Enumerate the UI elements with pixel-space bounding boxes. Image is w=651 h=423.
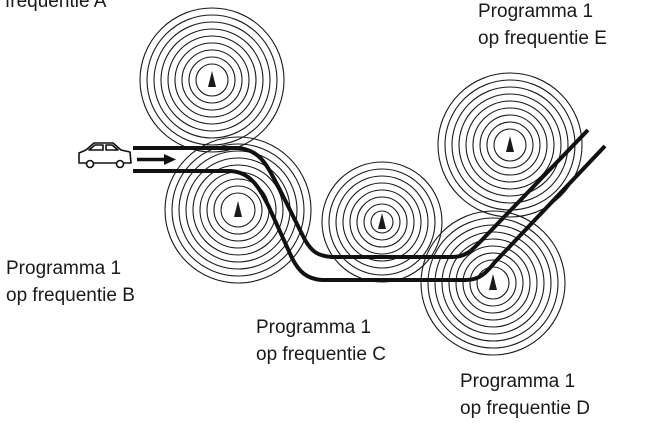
label-frequency-d-line-1: Programma 1: [460, 371, 576, 392]
coverage-ring: [181, 49, 243, 111]
label-frequency-b: Programma 1 op frequentie B: [6, 255, 135, 309]
label-frequency-e-line-2: op frequentie E: [478, 28, 607, 49]
coverage-ring: [462, 252, 524, 314]
coverage-ring: [370, 210, 394, 234]
label-frequency-a-line-1: frequentie A: [5, 0, 107, 12]
coverage-ring: [479, 114, 541, 176]
coverage-ring: [420, 210, 566, 356]
coverage-ring: [335, 175, 429, 269]
coverage-ring: [164, 136, 312, 284]
transmitter-zone-a: [139, 7, 285, 153]
coverage-ring: [448, 238, 538, 328]
coverage-ring: [178, 150, 298, 270]
antenna-icon: [208, 71, 216, 87]
coverage-ring: [342, 182, 422, 262]
coverage-ring: [363, 203, 401, 241]
coverage-ring: [167, 35, 257, 125]
arrow-right-icon: [137, 154, 176, 165]
coverage-ring: [146, 14, 278, 146]
coverage-ring: [213, 185, 263, 235]
coverage-ring: [192, 164, 284, 256]
car-icon: [78, 142, 132, 169]
coverage-ring: [469, 259, 517, 307]
transmitter-zone-c: [321, 161, 443, 283]
coverage-ring: [472, 107, 548, 183]
coverage-ring: [328, 168, 436, 276]
coverage-ring: [356, 196, 408, 248]
coverage-ring: [171, 143, 305, 277]
coverage-ring: [451, 86, 569, 204]
antenna-icon: [489, 274, 497, 290]
label-frequency-a: frequentie A: [5, 0, 106, 15]
label-frequency-b-line-1: Programma 1: [6, 258, 122, 279]
transmitter-zones: [139, 7, 583, 356]
label-frequency-c-line-1: Programma 1: [256, 317, 372, 338]
label-frequency-d: Programma 1 op frequentie D: [460, 368, 590, 422]
coverage-ring: [153, 21, 271, 139]
transmitter-zone-d: [420, 210, 566, 356]
coverage-ring: [486, 121, 534, 169]
label-frequency-b-line-2: op frequentie B: [6, 285, 135, 306]
coverage-ring: [195, 63, 229, 97]
coverage-ring: [441, 231, 545, 335]
coverage-ring: [458, 93, 562, 197]
coverage-ring: [160, 28, 264, 132]
label-frequency-d-line-2: op frequentie D: [460, 398, 590, 419]
label-frequency-c-line-2: op frequentie C: [256, 344, 386, 365]
transmitter-zone-e: [437, 72, 583, 218]
label-frequency-e: Programma 1 op frequentie E: [478, 0, 607, 52]
coverage-ring: [455, 245, 531, 321]
coverage-ring: [174, 42, 250, 118]
coverage-ring: [434, 224, 552, 342]
coverage-ring: [188, 56, 236, 104]
road-line-upper: [133, 128, 590, 259]
coverage-ring: [493, 128, 527, 162]
coverage-ring: [437, 72, 583, 218]
label-frequency-e-line-1: Programma 1: [478, 1, 594, 22]
antenna-icon: [378, 213, 386, 229]
coverage-ring: [465, 100, 555, 190]
road-line-lower: [133, 144, 607, 282]
coverage-ring: [427, 217, 559, 349]
antenna-icon: [506, 136, 514, 152]
antenna-icon: [234, 201, 242, 217]
coverage-ring: [349, 189, 415, 255]
coverage-ring: [139, 7, 285, 153]
label-frequency-c: Programma 1 op frequentie C: [256, 314, 386, 368]
coverage-ring: [220, 192, 256, 228]
